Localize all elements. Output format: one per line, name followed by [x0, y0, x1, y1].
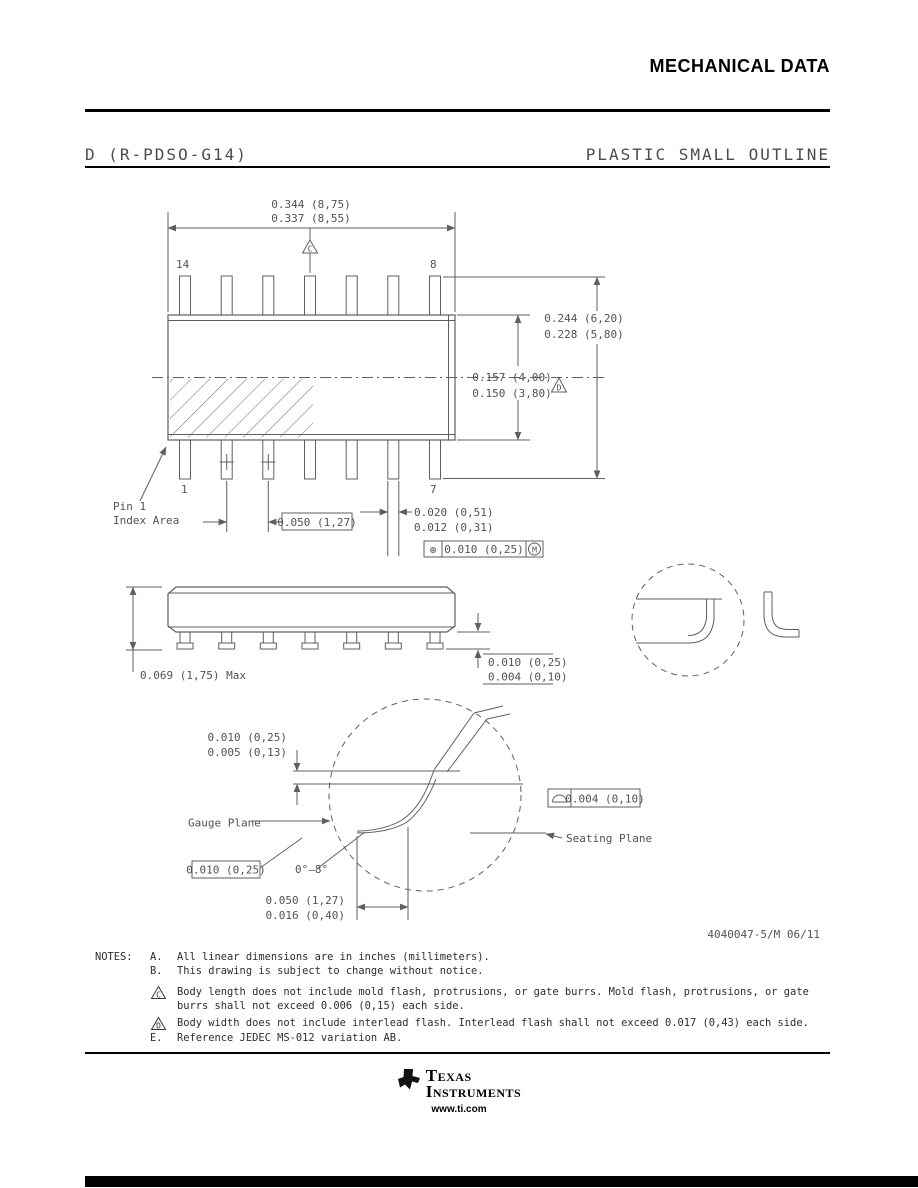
brand-line2: Instruments: [425, 1082, 522, 1101]
top-pins: [179, 275, 441, 316]
dim-tip-max: 0.010 (0,25): [208, 731, 287, 744]
note-text-a: All linear dimensions are in inches (mil…: [177, 951, 490, 963]
note-row-a: NOTES: A. All linear dimensions are in i…: [95, 950, 840, 964]
note-flag-triangle-c: C: [150, 985, 167, 999]
pin-number-14: 14: [176, 258, 190, 271]
bottom-bar: [85, 1176, 918, 1187]
footer-rule: [85, 1052, 830, 1054]
position-tolerance-frame: ⊕ 0.010 (0,25) M: [423, 540, 544, 558]
detail-circle-small: [631, 563, 745, 677]
flag-c-letter: C: [308, 245, 313, 254]
flag-d-letter: D: [557, 384, 562, 393]
dim-lead-width: 0.020 (0,51) 0.012 (0,31): [360, 481, 493, 556]
note-row-b: B. This drawing is subject to change wit…: [95, 964, 840, 978]
ti-logo-mark: [397, 1069, 420, 1090]
dim-span-min: 0.228 (5,80): [544, 328, 623, 341]
dim-pitch: 0.050 (1,27): [203, 454, 357, 532]
pin1-label-line2: Index Area: [113, 514, 179, 527]
pin1-label-line1: Pin 1: [113, 500, 146, 513]
subheader-rule: [85, 166, 830, 168]
gauge-plane-label: Gauge Plane: [188, 817, 261, 830]
package-code: D (R-PDSO-G14): [85, 145, 248, 164]
dim-body-width: 0.157 (4,00) 0.150 (3,80) D: [457, 314, 568, 441]
flatness-frame: 0.004 (0,10): [547, 788, 645, 808]
dim-span-max: 0.244 (6,20): [544, 312, 623, 325]
note-key-b: B.: [150, 965, 163, 977]
gauge-plane-callout: Gauge Plane 0.010 (0,25): [186, 817, 331, 879]
dim-standoff-max: 0.010 (0,25): [488, 656, 567, 669]
position-symbol-icon: ⊕: [430, 544, 437, 557]
note-text-d: Body width does not include interlead fl…: [177, 1017, 809, 1029]
top-view: 0.344 (8,75) 0.337 (8,55) C 14 8 1 7 0.2…: [113, 198, 624, 558]
mechanical-drawing: 0.344 (8,75) 0.337 (8,55) C 14 8 1 7 0.2…: [113, 198, 820, 941]
notes-label: NOTES:: [95, 951, 133, 963]
pin-number-1: 1: [181, 483, 188, 496]
dim-body-min: 0.150 (3,80): [472, 387, 551, 400]
mmc-modifier-icon: M: [532, 545, 537, 554]
dim-foot-max: 0.050 (1,27): [266, 894, 345, 907]
header-rule: [85, 109, 830, 112]
detail-circle-large: [328, 698, 522, 892]
seating-plane-label: Seating Plane: [566, 832, 652, 845]
note-flag-triangle-d: D: [150, 1016, 167, 1030]
seating-plane-callout: Seating Plane: [470, 832, 652, 845]
dim-standoff-min: 0.004 (0,10): [488, 671, 567, 684]
note-text-e: Reference JEDEC MS-012 variation AB.: [177, 1032, 403, 1044]
brand-line1: Texas: [425, 1066, 472, 1085]
dim-pitch-value: 0.050 (1,27): [277, 516, 356, 529]
note-text-c: Body length does not include mold flash,…: [177, 986, 809, 1012]
notes-section: NOTES: A. All linear dimensions are in i…: [95, 950, 840, 1045]
angle-range: 0°–8°: [295, 863, 328, 876]
dim-lead-width-max: 0.020 (0,51): [414, 506, 493, 519]
note-row-d: D Body width does not include interlead …: [95, 1016, 840, 1031]
note-key-e: E.: [150, 1032, 163, 1044]
end-view-detail: [631, 563, 800, 677]
side-view: 0.069 (1,75) Max 0.010 (0,25) 0.004 (0,1…: [126, 586, 567, 685]
dim-lead-width-min: 0.012 (0,31): [414, 521, 493, 534]
note-row-e: E. Reference JEDEC MS-012 variation AB.: [95, 1031, 840, 1045]
dim-height-value: 0.069 (1,75) Max: [140, 669, 246, 682]
dim-flatness-value: 0.004 (0,10): [565, 793, 644, 806]
note-row-c: C Body length does not include mold flas…: [95, 985, 840, 1013]
dim-top-width: 0.344 (8,75) 0.337 (8,55) C: [167, 198, 456, 312]
dim-top-width-max: 0.344 (8,75): [271, 198, 350, 211]
side-body: [167, 586, 456, 633]
dim-lead-span: 0.244 (6,20) 0.228 (5,80): [443, 276, 624, 479]
bottom-pins: [179, 439, 441, 480]
fcf-value: 0.010 (0,25): [444, 543, 523, 556]
dim-lead-thickness: 0.010 (0,25) 0.005 (0,13): [208, 731, 301, 805]
ti-logo: Texas Instruments: [397, 1066, 522, 1101]
dim-foot-length: 0.050 (1,27) 0.016 (0,40): [266, 827, 409, 922]
dim-height: 0.069 (1,75) Max: [126, 586, 246, 682]
formed-lead-profile: [763, 591, 800, 638]
dim-standoff: 0.010 (0,25) 0.004 (0,10): [446, 613, 567, 685]
flag-triangle-d: [550, 376, 568, 393]
dome-symbol-icon: [552, 794, 568, 803]
dim-gauge-value: 0.010 (0,25): [186, 864, 265, 877]
note-text-b: This drawing is subject to change withou…: [177, 965, 484, 977]
lead-cross-section: [357, 769, 437, 834]
pin1-index-area: [170, 379, 313, 438]
page-title: MECHANICAL DATA: [649, 56, 830, 76]
package-type-title: PLASTIC SMALL OUTLINE: [585, 145, 830, 164]
pin-number-7: 7: [430, 483, 437, 496]
pin1-index-callout: Pin 1 Index Area: [113, 446, 179, 527]
note-key-c: C: [156, 990, 161, 999]
dim-tip-min: 0.005 (0,13): [208, 746, 287, 759]
note-key-d: D: [156, 1021, 161, 1030]
note-key-a: A.: [150, 951, 163, 963]
dim-top-width-min: 0.337 (8,55): [271, 212, 350, 225]
dim-foot-min: 0.016 (0,40): [266, 909, 345, 922]
side-leads: [176, 631, 444, 650]
dim-body-max: 0.157 (4,00): [472, 371, 551, 384]
ti-url: www.ti.com: [431, 1104, 487, 1115]
footer: Texas Instruments www.ti.com: [0, 1066, 918, 1115]
pin-number-8: 8: [430, 258, 437, 271]
lead-bend-detail: 0.010 (0,25) 0.005 (0,13) Gauge Plane 0.…: [186, 698, 652, 922]
drawing-number: 4040047-5/M 06/11: [707, 928, 820, 941]
